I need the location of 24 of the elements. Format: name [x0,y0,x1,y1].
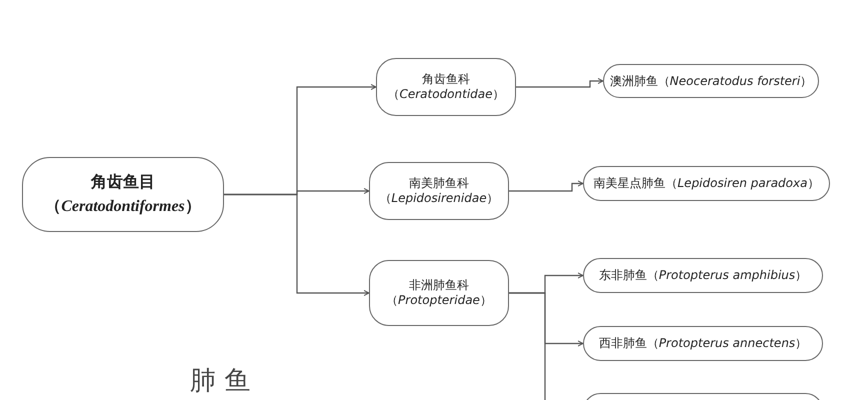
taxon-box [583,326,823,361]
taxon-box [603,64,819,98]
taxon-name: 南美星点肺鱼（Lepidosiren paradoxa） [594,176,820,191]
title-label: 肺 鱼 [190,368,250,394]
connector-arrow [516,78,604,88]
taxon-name: 东非肺鱼（Protopterus amphibius） [598,268,808,283]
taxon-box [376,58,516,116]
taxon-name: 角齿鱼科 [422,72,470,87]
taxon-box [22,157,224,232]
taxon-box [583,258,823,293]
taxon-name: （Ceratodontidae） [387,87,505,102]
taxon-name: 南美肺鱼科 [409,176,469,191]
taxon-name: 非洲肺鱼科 [409,278,469,293]
taxon-box [369,162,509,220]
taxon-name: （Ceratodontiformes） [45,196,201,216]
taxon-box [583,166,830,201]
taxon-box [369,260,509,326]
taxon-name: （Protopteridae） [386,293,492,308]
taxon-name: 澳洲肺鱼（Neoceratodus forsteri） [610,74,812,88]
connector-arrow [509,180,584,192]
taxon-name: 角齿鱼目 [91,172,155,192]
connector-arrow [224,194,370,296]
taxon-name: （Lepidosirenidae） [379,191,499,206]
taxon-name: 西非肺鱼（Protopterus annectens） [598,336,808,351]
